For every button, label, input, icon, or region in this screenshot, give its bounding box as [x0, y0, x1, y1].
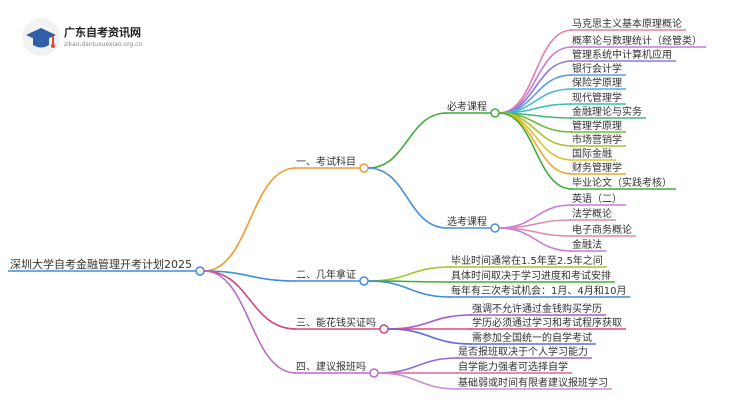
leaf-label: 自学能力强者可选择自学 [458, 360, 568, 373]
site-url: zikao.danluxuexiao.org.cn [64, 41, 143, 48]
branch-connector [203, 270, 297, 282]
site-name: 广东自考资讯网 [64, 26, 141, 39]
leaf-connector [498, 227, 573, 252]
leaf-label: 现代管理学 [572, 91, 622, 104]
leaf-connector [498, 29, 573, 114]
leaf-label: 市场营销学 [572, 133, 622, 146]
leaf-connector [387, 314, 473, 330]
site-logo[interactable]: 广东自考资讯网 zikao.danluxuexiao.org.cn [22, 18, 212, 56]
leaf-connector [498, 112, 573, 161]
branch-knob [369, 368, 379, 378]
leaf-connector [377, 357, 459, 374]
leaf-label: 金融理论与实务 [572, 105, 642, 118]
leaf-label: 概率论与数理统计（经管类） [572, 34, 702, 47]
sub-branch-knob [490, 108, 500, 118]
branch-connector [203, 167, 297, 272]
leaf-label: 强调不允许通过金钱购买学历 [472, 302, 602, 315]
branch-knob [379, 324, 389, 334]
branch-label: 四、建议报班吗 [296, 360, 366, 373]
leaf-label: 马克思主义基本原理概论 [572, 17, 682, 30]
leaf-label: 金融法 [572, 238, 602, 251]
branch-connector [203, 270, 297, 374]
branch-knob [359, 163, 369, 173]
root-topic: 深圳大学自考金融管理开考计划2025 [10, 257, 192, 271]
sub-connector [367, 167, 448, 229]
leaf-connector [498, 46, 573, 114]
leaf-connector [377, 372, 459, 390]
graduation-cap-icon-svg [26, 28, 56, 48]
leaf-label: 英语（二） [572, 192, 622, 205]
leaf-label: 国际金融 [572, 147, 612, 160]
leaf-label: 电子商务概论 [572, 223, 632, 236]
leaf-label: 每年有三次考试机会：1月、4月和10月 [451, 284, 626, 297]
branch-label: 二、几年拿证 [296, 268, 356, 281]
leaf-connector [367, 280, 452, 298]
sub-branch-label: 选考课程 [447, 215, 487, 228]
branch-label: 一、考试科目 [296, 155, 356, 168]
leaf-connector [387, 328, 473, 345]
leaf-connector [367, 266, 452, 282]
root-knob [195, 266, 205, 276]
leaf-label: 基础弱或时间有限者建议报班学习 [458, 376, 608, 389]
leaf-label: 需参加全国统一的自学考试 [472, 331, 592, 344]
leaf-label: 管理学原理 [572, 119, 622, 132]
sub-branch-knob [490, 223, 500, 233]
leaf-label: 法学概论 [572, 207, 612, 220]
leaf-label: 毕业时间通常在1.5年至2.5年之间 [451, 254, 603, 267]
leaf-label: 财务管理学 [572, 161, 622, 174]
sub-branch-label: 必考课程 [447, 100, 487, 113]
sub-connector [367, 112, 448, 169]
graduation-cap-icon [22, 18, 60, 56]
branch-connector [203, 270, 297, 330]
leaf-label: 银行会计学 [572, 62, 622, 75]
leaf-label: 管理系统中计算机应用 [572, 48, 672, 61]
leaf-label: 毕业论文（实践考核） [572, 176, 672, 189]
leaf-label: 保险学原理 [572, 76, 622, 89]
branch-knob [359, 276, 369, 286]
leaf-connector [498, 112, 573, 190]
leaf-label: 学历必须通过学习和考试程序获取 [472, 316, 622, 329]
branch-label: 三、能花钱买证吗 [296, 316, 376, 329]
leaf-label: 具体时间取决于学习进度和考试安排 [451, 269, 611, 282]
leaf-label: 是否报班取决于个人学习能力 [458, 345, 588, 358]
